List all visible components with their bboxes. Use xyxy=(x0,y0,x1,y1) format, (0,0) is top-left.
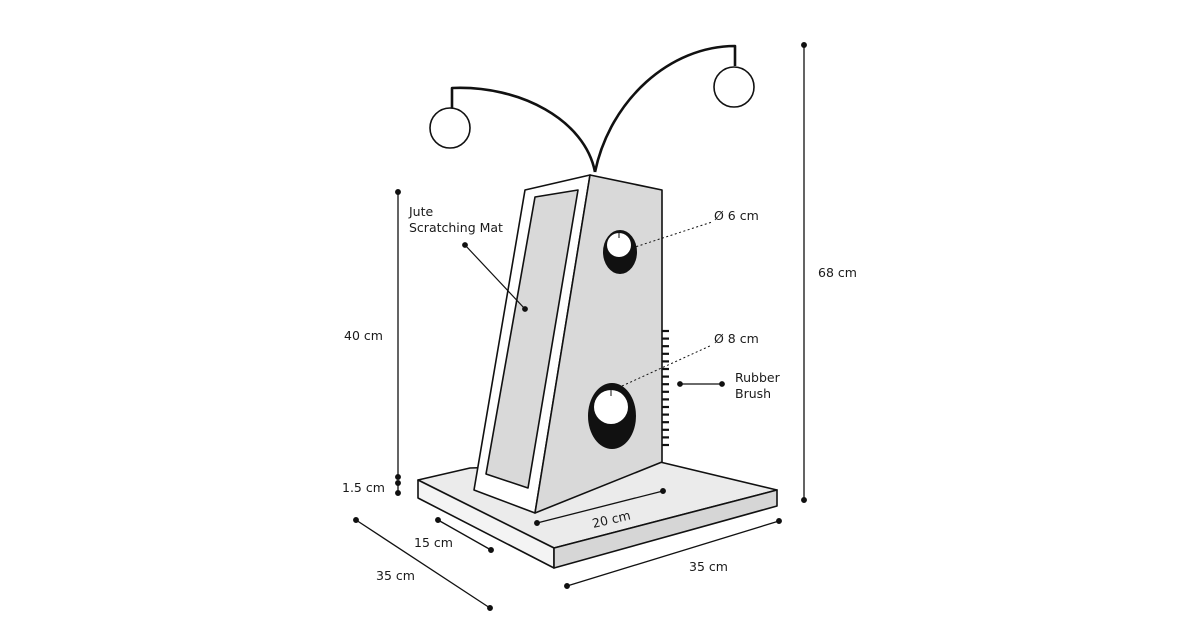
hanging-ball-right xyxy=(713,66,755,108)
hole-large xyxy=(588,383,636,449)
label-hole-small: Ø 6 cm xyxy=(714,208,759,223)
label-base-thickness: 1.5 cm xyxy=(342,480,385,495)
label-base-depth: 35 cm xyxy=(376,568,415,583)
label-height-total: 68 cm xyxy=(818,265,857,280)
label-height-tower: 40 cm xyxy=(344,328,383,343)
label-brush-line2: Brush xyxy=(735,386,771,401)
label-jute-line2: Scratching Mat xyxy=(409,220,503,235)
toy-arms xyxy=(450,44,737,173)
label-base-width: 35 cm xyxy=(689,559,728,574)
rubber-brush xyxy=(662,329,669,447)
hole-small xyxy=(603,230,637,274)
jute-scratching-mat xyxy=(485,189,579,489)
dimension-lines xyxy=(353,42,807,611)
label-jute-line1: Jute xyxy=(408,204,434,219)
label-brush-line1: Rubber xyxy=(735,370,781,385)
hanging-ball-left xyxy=(429,107,471,149)
label-tower-depth: 15 cm xyxy=(414,535,453,550)
label-hole-large: Ø 8 cm xyxy=(714,331,759,346)
